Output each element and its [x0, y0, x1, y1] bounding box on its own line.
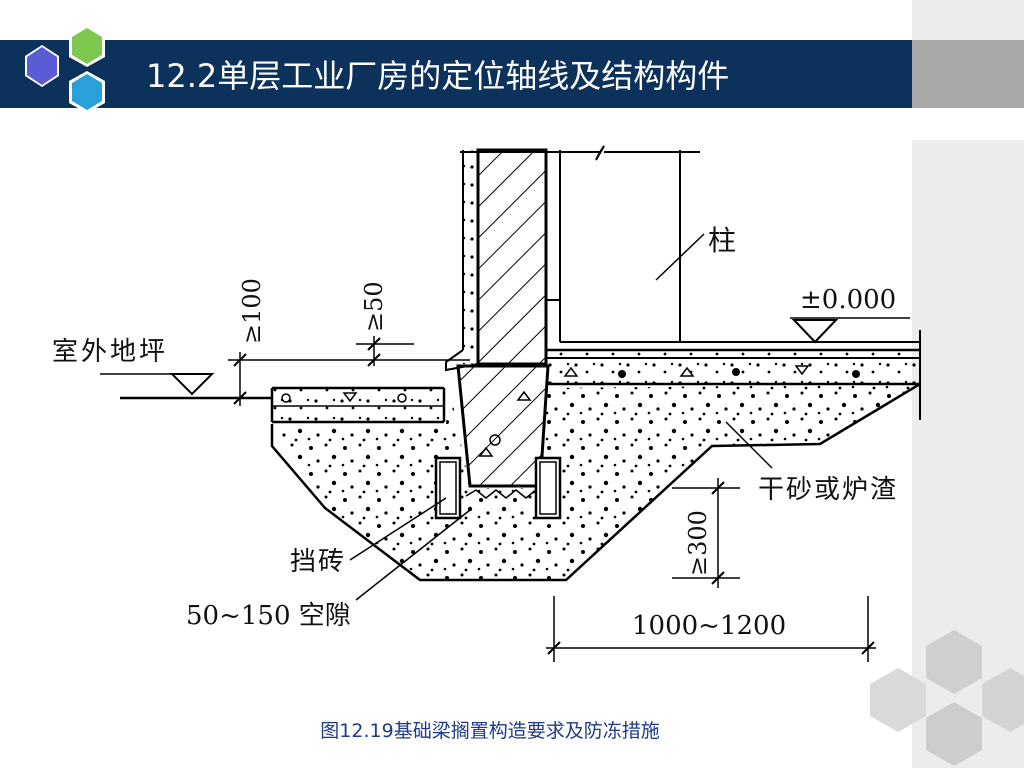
elevation-marker [790, 317, 910, 344]
label-dim-width: 1000~1200 [632, 611, 786, 641]
foundation-beam [456, 364, 550, 499]
label-outdoor-ground: 室外地坪 [52, 337, 168, 367]
outdoor-ground-line [100, 373, 272, 400]
slide-title: 12.2单层工业厂房的定位轴线及结构构件 [146, 57, 730, 95]
label-elevation: ±0.000 [800, 285, 896, 315]
label-dim-100: ≥100 [238, 278, 266, 344]
label-dry-sand: 干砂或炉渣 [758, 475, 898, 505]
strip-gap [912, 108, 1024, 140]
dimension-100 [228, 352, 470, 406]
label-dim-300: ≥300 [684, 510, 712, 576]
hexagon-logo-icon [25, 25, 105, 113]
retaining-bricks [434, 456, 562, 520]
dimension-50 [356, 336, 414, 367]
figure-caption: 图12.19基础梁搁置构造要求及防冻措施 [320, 720, 660, 742]
label-retaining-brick: 挡砖 [290, 547, 346, 577]
column [460, 145, 920, 343]
plaster-layer [445, 150, 479, 372]
foundation-beam-diagram: 柱 ±0.000 室外地坪 干砂或炉渣 挡砖 50~150 空隙 1000~12… [52, 145, 921, 662]
backfill-sand-area [270, 382, 921, 582]
apron-slab [270, 386, 446, 424]
title-bar-extension [912, 40, 1024, 108]
wall-hatch [476, 148, 548, 366]
label-dim-50: ≥50 [360, 281, 388, 332]
label-column: 柱 [708, 224, 736, 257]
dimension-300 [672, 478, 740, 588]
title-bar [0, 40, 912, 108]
leader-lines [349, 233, 773, 601]
label-gap: 50~150 空隙 [186, 601, 351, 631]
dimension-width [546, 596, 876, 662]
decorative-hexagons-icon [870, 630, 1024, 766]
floor-slab [546, 330, 921, 420]
